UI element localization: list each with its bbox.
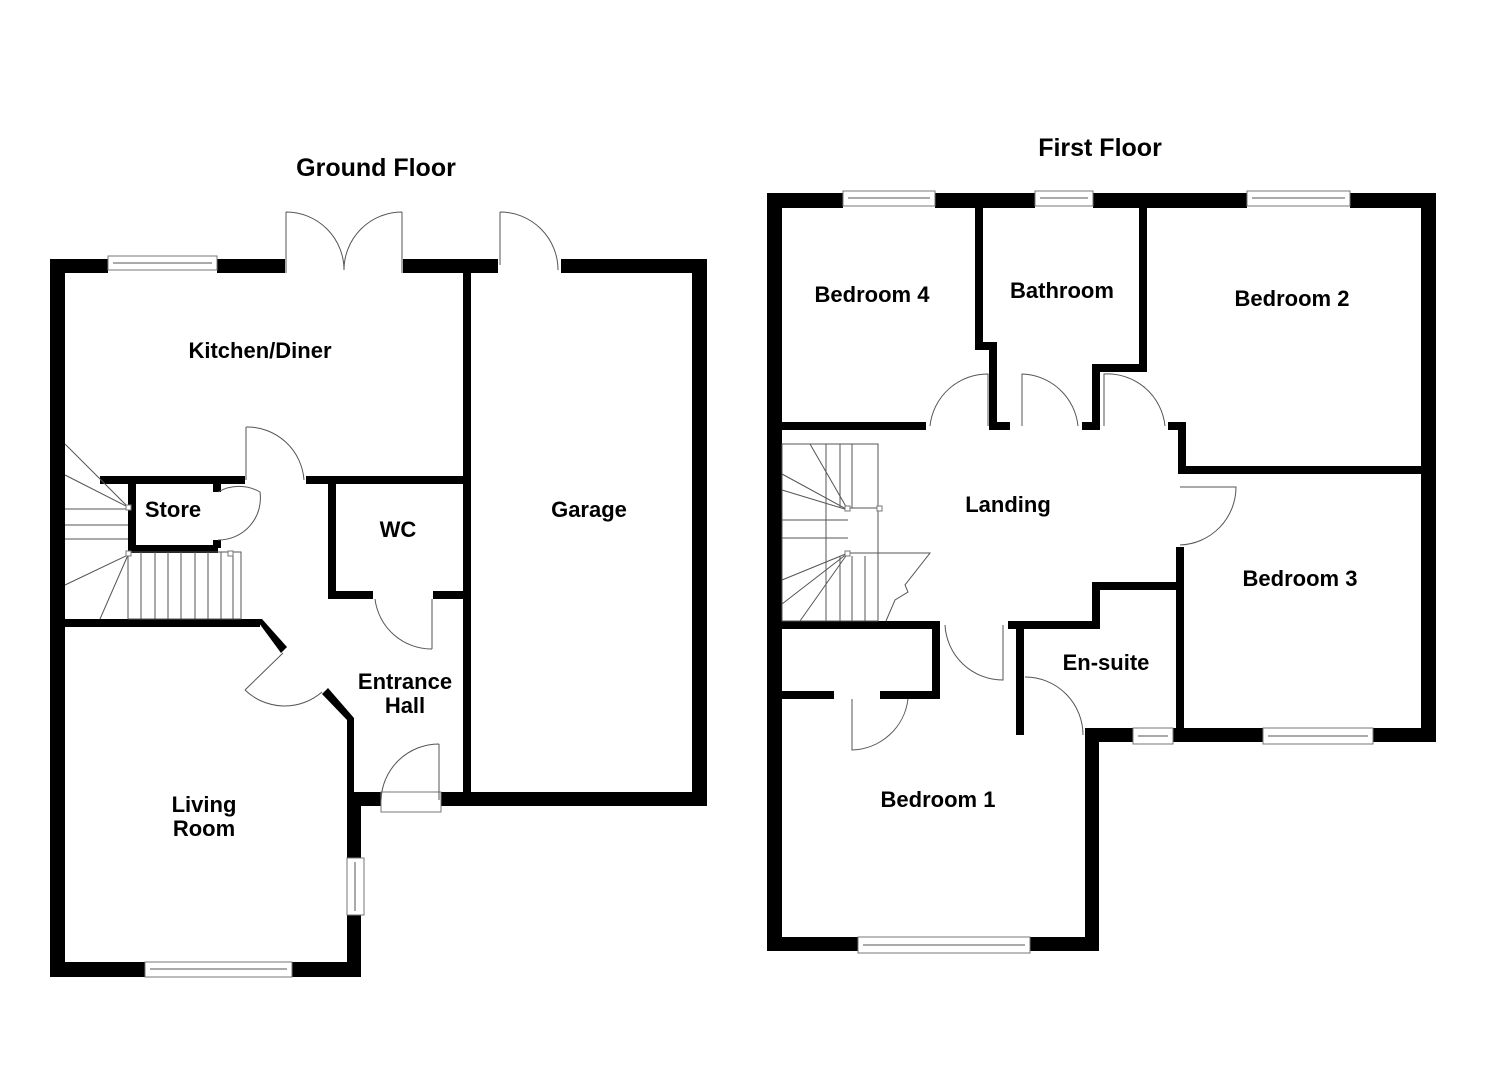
door-swings: [217, 211, 559, 801]
room-label-hall: Hall: [385, 693, 425, 718]
door-swings: [851, 373, 1237, 751]
wall-wc: [328, 591, 373, 599]
staircase: [64, 443, 242, 620]
wall: [217, 259, 285, 273]
wall: [441, 792, 707, 806]
wall-store: [128, 480, 136, 552]
room-label-store: Store: [145, 497, 201, 522]
wall-ensuite: [1016, 625, 1024, 735]
room-label-ensuite: En-suite: [1063, 650, 1150, 675]
wall: [347, 792, 361, 858]
wall-left: [767, 193, 782, 951]
room-label-landing: Landing: [965, 492, 1051, 517]
room-label-bedroom3: Bedroom 3: [1243, 566, 1358, 591]
first-floor-plan: First Floor: [767, 134, 1436, 954]
room-label-garage: Garage: [551, 497, 627, 522]
wall: [306, 476, 463, 484]
wall-bedroom4: [782, 422, 926, 430]
wall: [403, 259, 498, 273]
wall-right: [692, 259, 707, 806]
wall: [292, 962, 361, 977]
staircase: [781, 443, 932, 622]
wall: [100, 476, 245, 484]
wall-bedroom2-3: [1178, 466, 1428, 474]
wall-wc: [328, 484, 336, 597]
first-floor-title: First Floor: [1038, 134, 1162, 162]
room-label-living: Living: [172, 792, 237, 817]
wall-wc: [433, 591, 463, 599]
wall-garage: [463, 273, 471, 806]
wall-living: [60, 619, 260, 627]
wall: [561, 259, 707, 273]
room-label-bedroom2: Bedroom 2: [1235, 286, 1350, 311]
room-label-bathroom: Bathroom: [1010, 278, 1114, 303]
wall: [347, 792, 381, 806]
room-label-kitchen: Kitchen/Diner: [188, 338, 331, 363]
ground-floor-title: Ground Floor: [296, 154, 456, 182]
wall: [347, 915, 361, 977]
room-label-wc: WC: [380, 517, 417, 542]
room-label-bedroom1: Bedroom 1: [881, 787, 996, 812]
wall-right: [1421, 193, 1436, 742]
room-label-room: Room: [173, 816, 235, 841]
wall-store: [128, 545, 218, 553]
room-label-bedroom4: Bedroom 4: [815, 282, 931, 307]
room-label-entrance: Entrance: [358, 669, 452, 694]
front-door-sill: [380, 791, 442, 813]
ground-floor-plan: Ground Floor: [50, 154, 707, 978]
wall: [50, 962, 145, 977]
wall-left: [50, 259, 65, 977]
